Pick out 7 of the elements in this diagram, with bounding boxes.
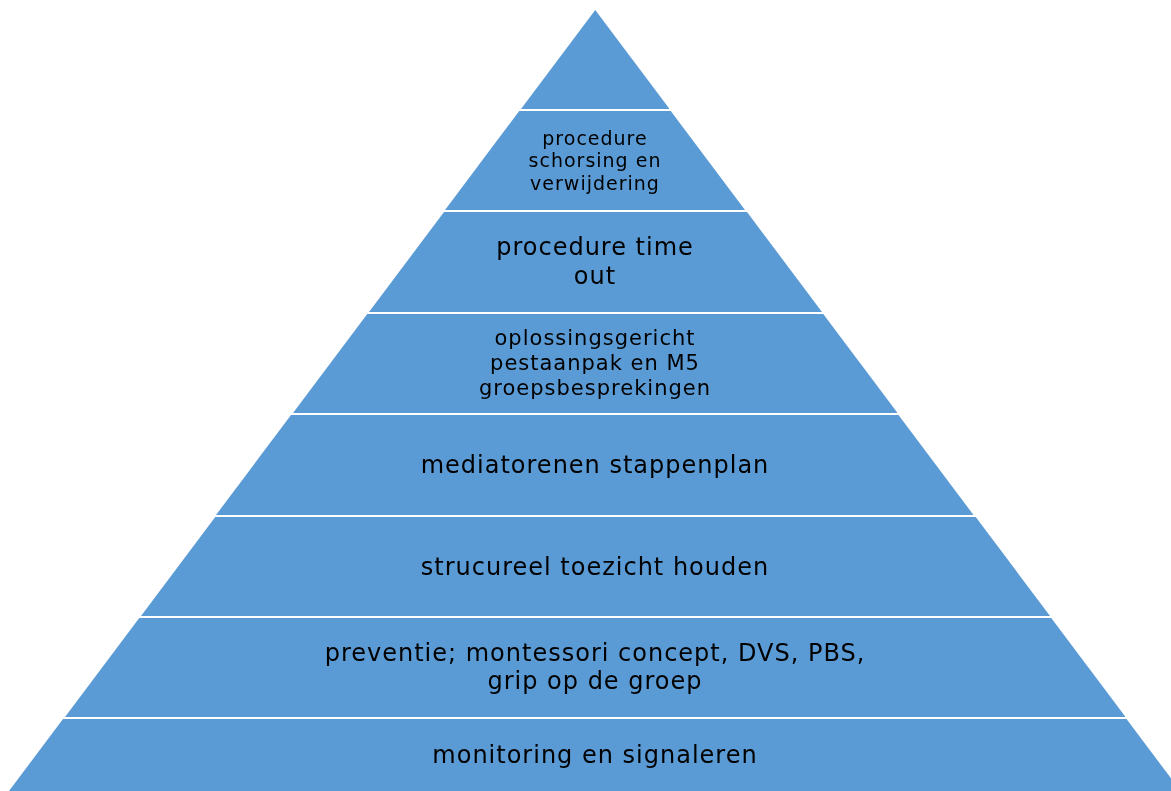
tier-label: monitoring en signaleren xyxy=(431,740,759,770)
tier-label: preventie; montessori concept, DVS, PBS, grip op de groep xyxy=(323,638,867,697)
tier-label: oplossingsgericht pestaanpak en M5 groepsbesprekingen xyxy=(478,325,712,402)
tier-label: strucureel toezicht houden xyxy=(419,552,771,581)
tier-label: procedure schorsing en verwijdering xyxy=(527,126,663,195)
tier-label: mediatorenen stappenplan xyxy=(419,450,771,480)
tier-label: procedure time out xyxy=(495,233,695,291)
